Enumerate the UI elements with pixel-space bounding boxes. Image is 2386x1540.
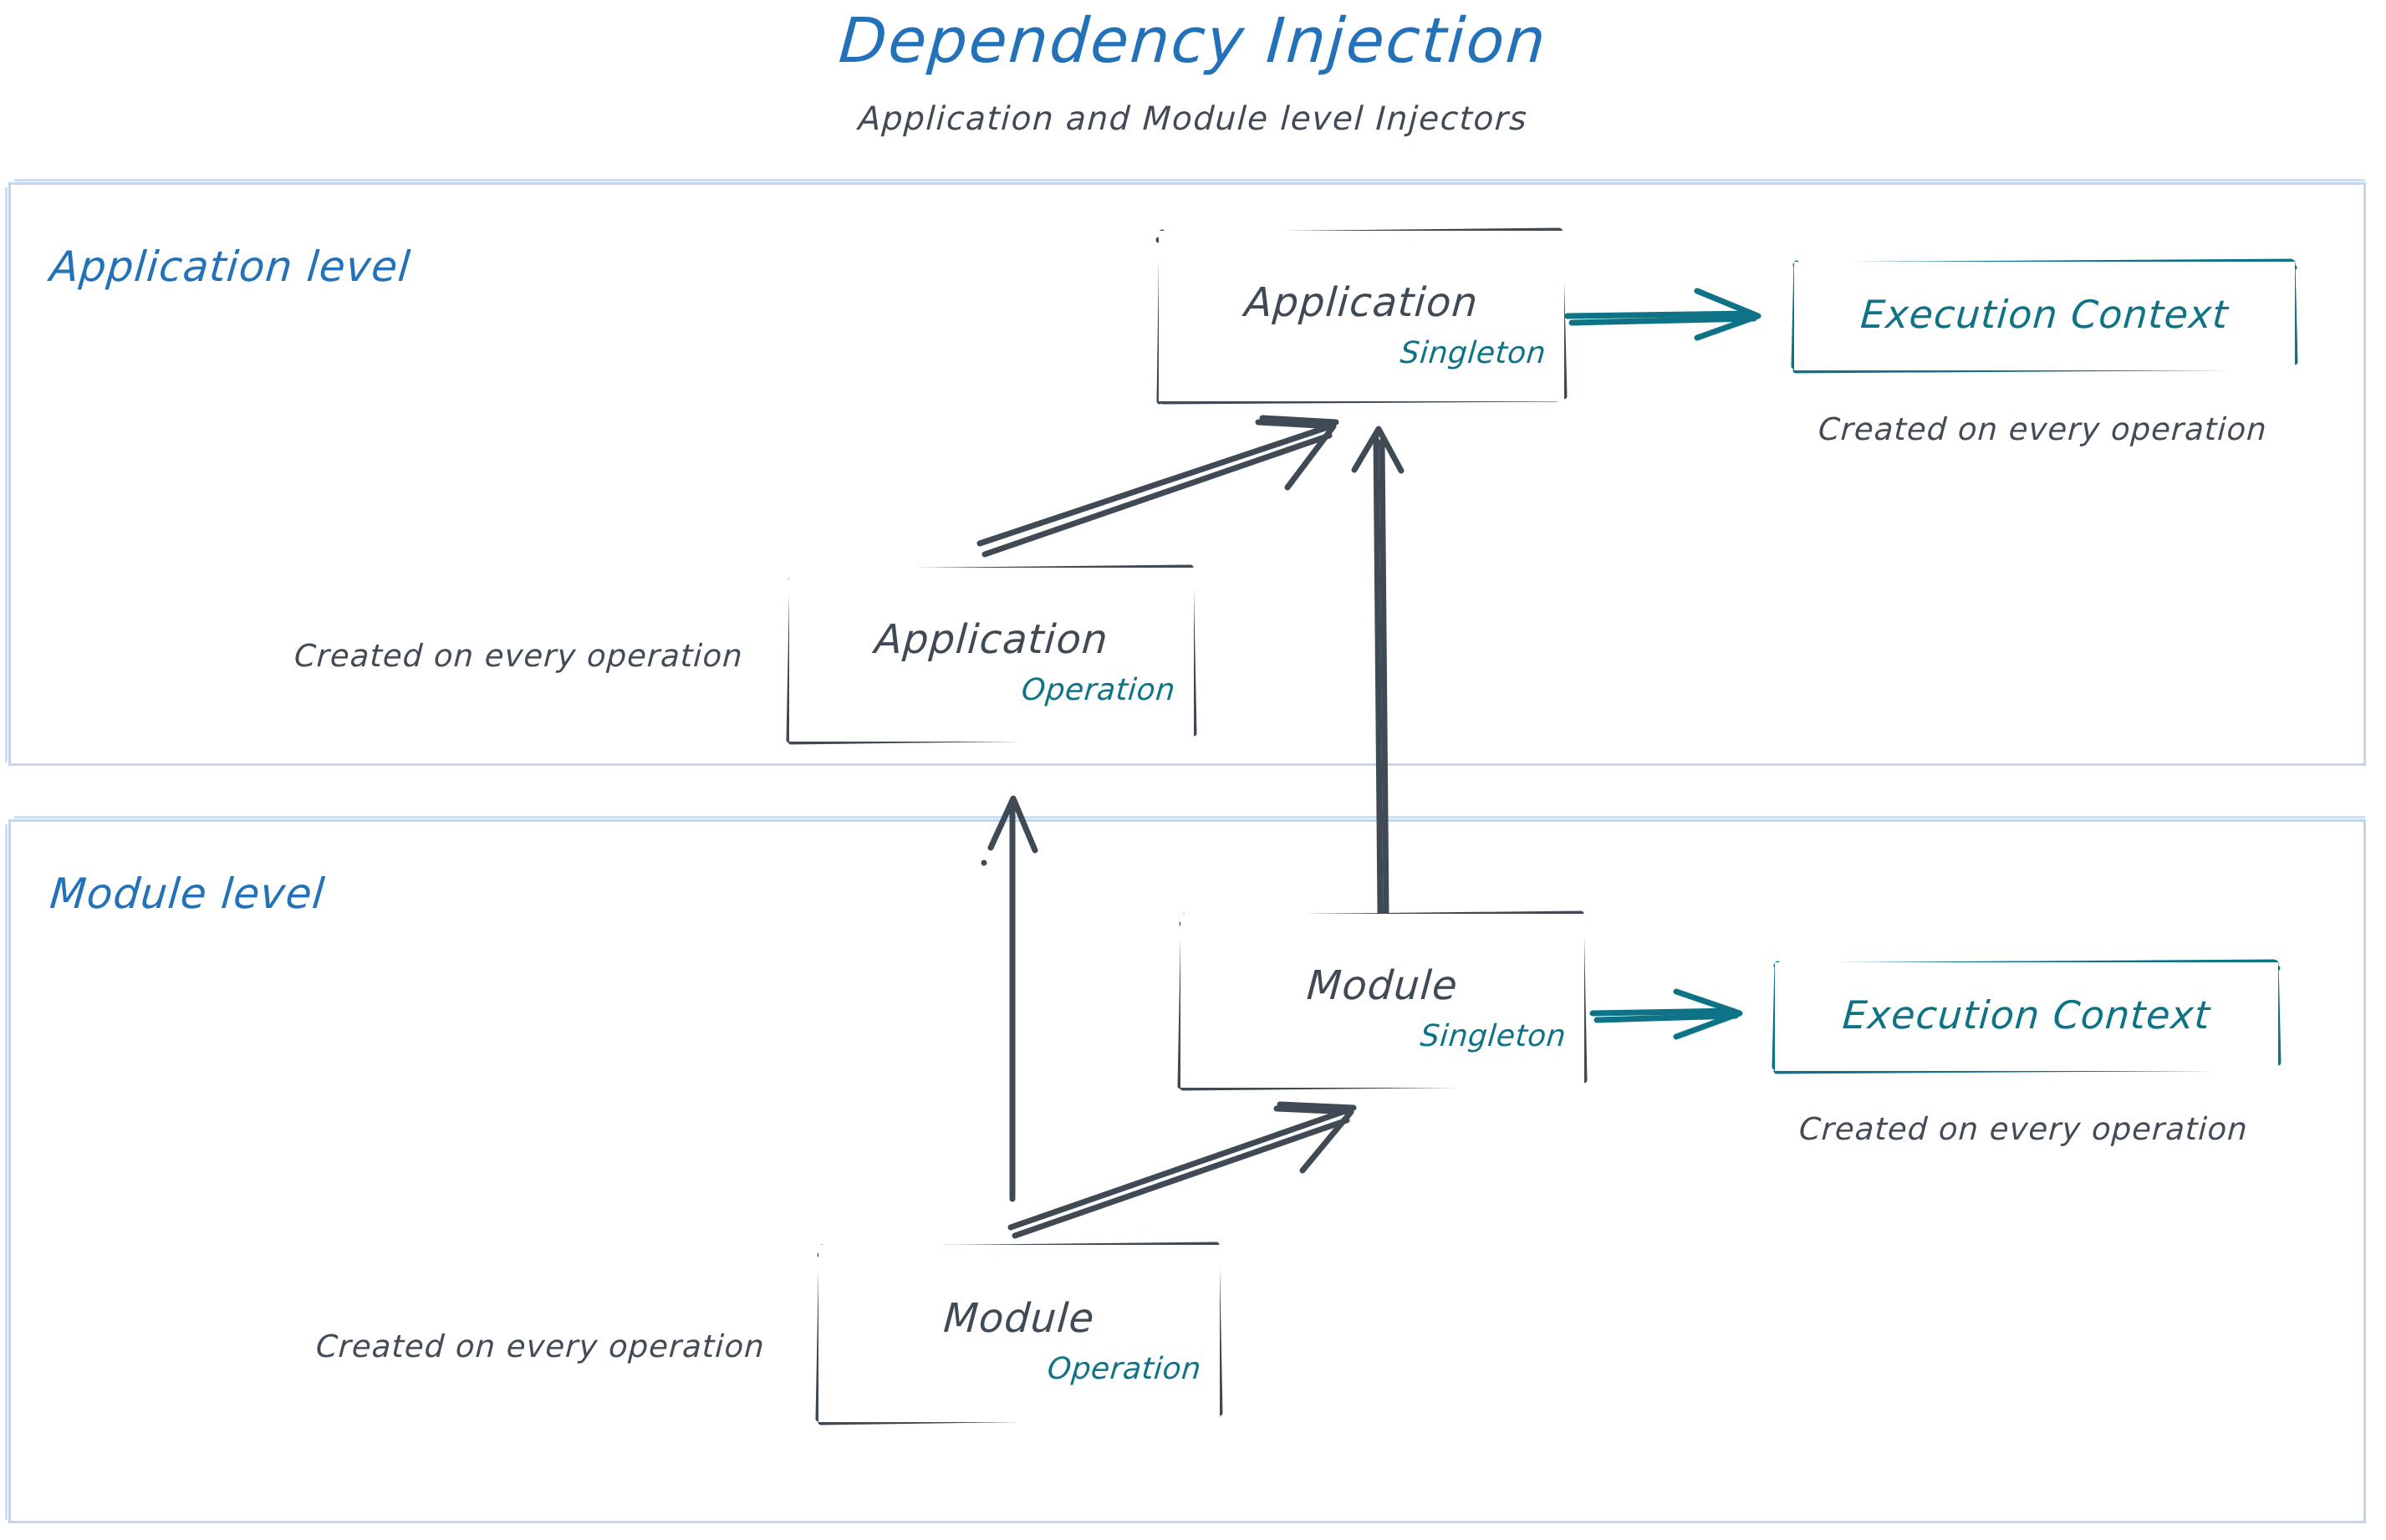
node-title: Execution Context (1858, 292, 2231, 337)
node-application-singleton[interactable]: Application Singleton (1159, 231, 1564, 401)
node-module-operation[interactable]: Module Operation (818, 1245, 1220, 1422)
node-execution-context-application[interactable]: Execution Context (1794, 262, 2295, 370)
caption-application-operation: Created on every operation (293, 638, 744, 674)
node-scope-badge: Singleton (1419, 1019, 1568, 1053)
application-level-label: Application level (48, 242, 413, 291)
node-scope-badge: Singleton (1399, 336, 1547, 370)
node-title: Execution Context (1841, 992, 2212, 1038)
node-application-operation[interactable]: Application Operation (789, 568, 1194, 742)
node-scope-badge: Operation (1046, 1352, 1203, 1386)
node-title: Module (1305, 962, 1460, 1009)
node-title: Application (1242, 279, 1481, 326)
node-execution-context-module[interactable]: Execution Context (1775, 962, 2278, 1071)
caption-module-operation: Created on every operation (314, 1328, 766, 1364)
module-level-container (5, 816, 2366, 1523)
node-module-singleton[interactable]: Module Singleton (1180, 914, 1584, 1088)
application-level-container (5, 179, 2366, 766)
page-subtitle: Application and Module level Injectors (857, 100, 1529, 138)
node-scope-badge: Operation (1020, 673, 1177, 707)
caption-execution-context-module: Created on every operation (1797, 1111, 2249, 1147)
caption-execution-context-application: Created on every operation (1817, 411, 2268, 447)
module-level-label: Module level (48, 869, 328, 918)
page-title: Dependency Injection (836, 5, 1550, 77)
node-title: Application (873, 616, 1110, 663)
node-title: Module (941, 1295, 1097, 1342)
